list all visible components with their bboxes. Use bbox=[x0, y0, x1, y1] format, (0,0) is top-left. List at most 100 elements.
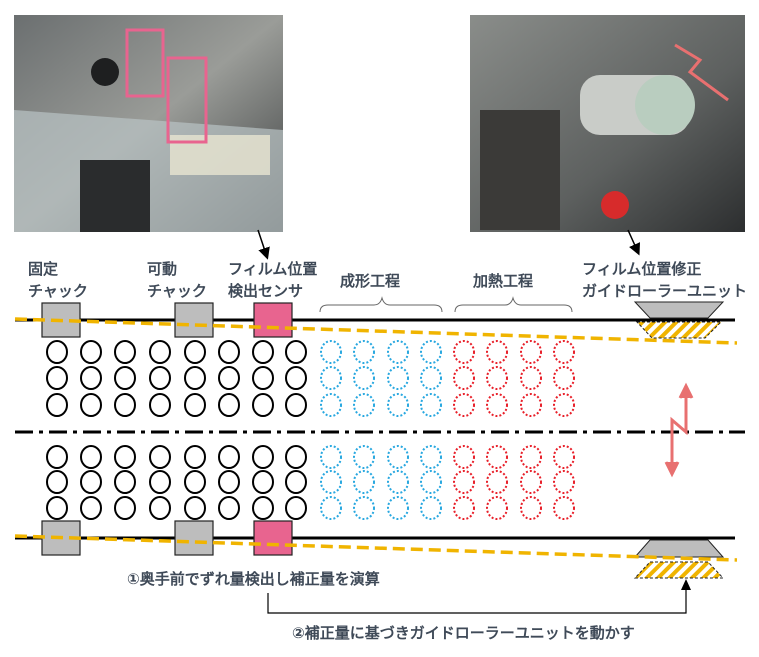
label-guide-unit-1: フィルム位置修正 bbox=[582, 260, 701, 278]
pocket-heating bbox=[553, 445, 575, 469]
pocket-formed bbox=[149, 366, 171, 390]
pocket-heating bbox=[486, 496, 508, 520]
guide-roller-top-shifted bbox=[635, 321, 723, 339]
movable-chuck-bottom bbox=[174, 520, 214, 556]
pocket-formed bbox=[46, 496, 68, 520]
label-sensor-2: 検出センサ bbox=[228, 282, 303, 300]
pocket-formed bbox=[80, 340, 102, 364]
label-fixed-chuck-1: 固定 bbox=[28, 260, 58, 278]
pocket-heating bbox=[520, 393, 542, 417]
pocket-formed bbox=[285, 445, 307, 469]
pocket-forming bbox=[353, 445, 375, 469]
pocket-formed bbox=[252, 393, 274, 417]
pocket-forming bbox=[320, 445, 342, 469]
pocket-formed bbox=[218, 393, 240, 417]
pocket-forming bbox=[353, 470, 375, 494]
pocket-formed bbox=[218, 470, 240, 494]
pocket-formed bbox=[149, 470, 171, 494]
pocket-heating bbox=[453, 445, 475, 469]
guide-roller-photo bbox=[470, 15, 745, 232]
guide-roller-bottom bbox=[633, 539, 725, 558]
guide-roller-top bbox=[633, 301, 725, 319]
pocket-formed bbox=[80, 470, 102, 494]
label-guide-unit-2: ガイドローラーユニット bbox=[582, 282, 747, 300]
pocket-forming bbox=[420, 496, 442, 520]
pocket-forming bbox=[353, 340, 375, 364]
pocket-formed bbox=[252, 470, 274, 494]
label-movable-chuck-2: チャック bbox=[147, 282, 207, 300]
pocket-formed bbox=[80, 393, 102, 417]
pocket-forming bbox=[387, 340, 409, 364]
pocket-formed bbox=[252, 445, 274, 469]
pocket-formed bbox=[46, 470, 68, 494]
pocket-forming bbox=[420, 470, 442, 494]
pocket-heating bbox=[486, 470, 508, 494]
step1-caption: ①奥手前でずれ量検出し補正量を演算 bbox=[127, 570, 380, 588]
pocket-heating bbox=[520, 470, 542, 494]
pocket-forming bbox=[320, 470, 342, 494]
pocket-forming bbox=[320, 496, 342, 520]
pocket-formed bbox=[252, 496, 274, 520]
label-movable-chuck-1: 可動 bbox=[147, 260, 177, 278]
feedback-connector bbox=[267, 588, 687, 614]
pocket-formed bbox=[46, 366, 68, 390]
pocket-heating bbox=[486, 340, 508, 364]
pocket-formed bbox=[285, 470, 307, 494]
sensor-highlight-box bbox=[125, 28, 165, 98]
pocket-formed bbox=[149, 496, 171, 520]
forming-brace bbox=[319, 296, 443, 313]
pocket-forming bbox=[353, 393, 375, 417]
sensor-top bbox=[253, 302, 293, 338]
pocket-heating bbox=[553, 366, 575, 390]
pocket-formed bbox=[80, 496, 102, 520]
pocket-grid bbox=[46, 340, 575, 520]
sensor-highlight-box bbox=[166, 56, 208, 144]
motion-arrow-icon bbox=[674, 43, 729, 102]
step2-caption: ②補正量に基づきガイドローラーユニットを動かす bbox=[292, 624, 635, 642]
pocket-formed bbox=[218, 445, 240, 469]
pocket-formed bbox=[114, 340, 136, 364]
pocket-formed bbox=[252, 366, 274, 390]
pocket-forming bbox=[420, 393, 442, 417]
label-heating: 加熱工程 bbox=[472, 272, 533, 290]
movable-chuck-top bbox=[174, 302, 214, 338]
label-fixed-chuck-2: チャック bbox=[28, 282, 88, 300]
pocket-formed bbox=[184, 445, 206, 469]
pocket-formed bbox=[184, 496, 206, 520]
pocket-formed bbox=[114, 445, 136, 469]
pocket-formed bbox=[114, 393, 136, 417]
pocket-heating bbox=[453, 470, 475, 494]
pocket-formed bbox=[114, 470, 136, 494]
pocket-heating bbox=[453, 366, 475, 390]
label-forming: 成形工程 bbox=[340, 272, 400, 290]
pocket-formed bbox=[149, 340, 171, 364]
film-offset-bottom bbox=[14, 534, 738, 562]
film-offset-top bbox=[14, 317, 738, 345]
label-sensor-1: フィルム位置 bbox=[228, 260, 317, 278]
pocket-forming bbox=[420, 445, 442, 469]
pocket-formed bbox=[80, 445, 102, 469]
pocket-heating bbox=[520, 496, 542, 520]
pocket-formed bbox=[80, 366, 102, 390]
pocket-formed bbox=[46, 393, 68, 417]
pocket-formed bbox=[285, 393, 307, 417]
pocket-formed bbox=[218, 366, 240, 390]
pocket-heating bbox=[453, 340, 475, 364]
pocket-forming bbox=[353, 366, 375, 390]
shift-arrow-icon bbox=[664, 382, 694, 478]
pocket-heating bbox=[553, 393, 575, 417]
pocket-heating bbox=[453, 393, 475, 417]
pocket-formed bbox=[149, 445, 171, 469]
pocket-heating bbox=[453, 496, 475, 520]
pocket-heating bbox=[520, 366, 542, 390]
pocket-formed bbox=[184, 393, 206, 417]
pocket-forming bbox=[387, 393, 409, 417]
pocket-formed bbox=[285, 340, 307, 364]
pocket-formed bbox=[285, 366, 307, 390]
pocket-forming bbox=[320, 340, 342, 364]
pocket-forming bbox=[387, 496, 409, 520]
pocket-formed bbox=[184, 470, 206, 494]
sensor-bottom bbox=[253, 520, 293, 556]
pointer-arrow-icon bbox=[627, 229, 641, 256]
